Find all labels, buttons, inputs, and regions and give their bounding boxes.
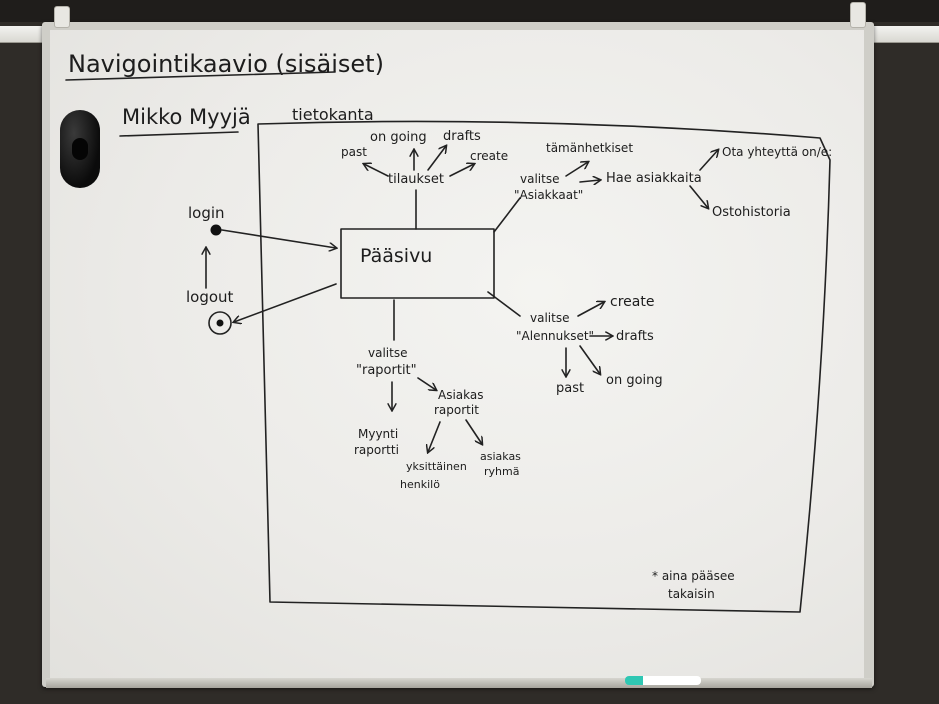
logout-circle — [208, 311, 232, 335]
drafts-top-label: drafts — [443, 129, 481, 144]
individual-label-1: yksittäinen — [406, 460, 467, 473]
line-main-discounts — [487, 291, 521, 317]
select-customers-label-2: "Asiakkaat" — [514, 188, 583, 202]
arrow-reports-customer — [417, 377, 436, 390]
marker-tray — [46, 678, 872, 688]
arrow-customer-individual — [428, 421, 441, 452]
rail-clip-left — [54, 6, 70, 28]
line-main-customers — [493, 197, 521, 233]
search-customers-label: Hae asiakkaita — [606, 171, 702, 186]
magnet — [60, 110, 100, 188]
select-reports-label-1: valitse — [368, 346, 407, 360]
purchase-history-label: Ostohistoria — [712, 205, 791, 220]
arrow-orders-create — [449, 164, 474, 177]
create-top-label: create — [470, 149, 508, 163]
customer-group-label-1: asiakas — [480, 450, 521, 463]
main-page-label: Pääsivu — [360, 245, 432, 267]
customer-reports-label-1: Asiakas — [438, 388, 484, 402]
select-reports-label-2: "raportit" — [356, 363, 417, 378]
customer-group-label-2: ryhmä — [484, 465, 519, 478]
drafts-discount-label: drafts — [616, 329, 654, 344]
arrow-orders-past — [364, 164, 389, 177]
rail-clip-right — [850, 2, 866, 28]
select-customers-label-1: valitse — [520, 172, 559, 186]
select-discounts-label-1: valitse — [530, 311, 569, 325]
board-title: Navigointikaavio (sisäiset) — [68, 50, 384, 78]
note-label-1: * aina pääsee — [652, 569, 735, 583]
arrow-login-main — [221, 229, 336, 248]
container-label: tietokanta — [292, 105, 374, 124]
contact-label: Ota yhteyttä on/e: — [722, 145, 832, 159]
arrow-main-logout — [234, 283, 337, 322]
arrow-discounts-ongoing — [579, 345, 600, 374]
arrow-discounts-create — [577, 302, 604, 317]
title-underline — [65, 71, 336, 81]
current-label: tämänhetkiset — [546, 141, 633, 155]
login-dot — [210, 224, 222, 236]
main-page-box — [340, 228, 495, 299]
arrow-search-history — [689, 185, 708, 208]
create-discount-label: create — [610, 294, 654, 310]
select-discounts-label-2: "Alennukset" — [516, 329, 594, 343]
login-label: login — [188, 204, 225, 222]
past-top-label: past — [341, 145, 367, 159]
sales-report-label-2: raportti — [354, 443, 399, 457]
author-underline — [119, 131, 239, 137]
customer-reports-label-2: raportit — [434, 403, 479, 417]
sales-report-label-1: Myynti — [358, 427, 398, 441]
author-name: Mikko Myyjä — [122, 105, 251, 129]
ongoing-discount-label: on going — [606, 373, 663, 388]
marker-pen — [625, 676, 701, 685]
logout-dot — [216, 319, 224, 327]
arrow-customers-current — [565, 162, 588, 177]
arrow-orders-drafts — [427, 146, 446, 171]
logout-label: logout — [186, 288, 234, 306]
note-label-2: takaisin — [668, 587, 715, 601]
individual-label-2: henkilö — [400, 478, 440, 491]
whiteboard-surface — [50, 30, 864, 679]
ongoing-top-label: on going — [370, 130, 427, 145]
database-container — [257, 120, 831, 613]
past-discount-label: past — [556, 381, 584, 396]
arrow-customers-search — [579, 180, 600, 182]
arrow-customer-group — [465, 419, 482, 444]
wall-top — [0, 0, 939, 22]
orders-label: tilaukset — [388, 172, 444, 187]
arrow-search-contact — [699, 150, 718, 171]
